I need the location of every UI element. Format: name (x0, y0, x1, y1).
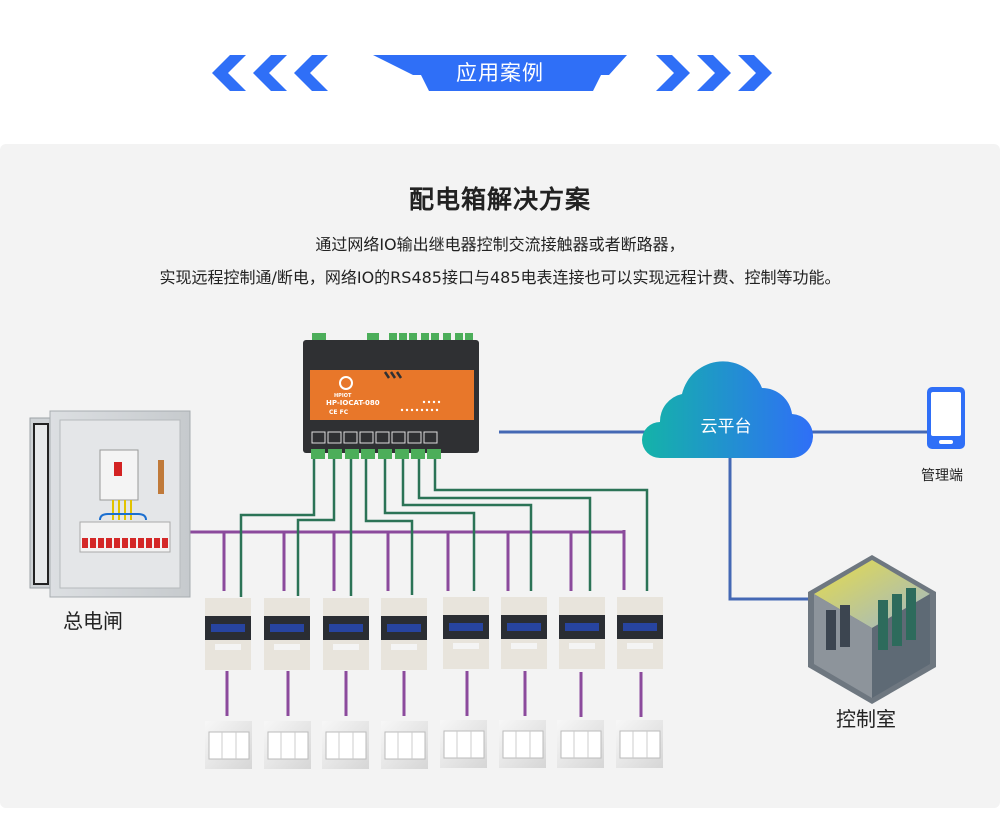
contactor (323, 598, 369, 670)
signal-line-7 (417, 459, 592, 591)
contactor (559, 597, 605, 669)
wall-switch (264, 721, 311, 769)
chevron-left-icon (294, 55, 328, 91)
chevron-left-icon (253, 55, 287, 91)
signal-line-2 (296, 459, 336, 596)
wall-switch (205, 721, 252, 769)
signal-line-5 (383, 459, 476, 591)
wall-switch (440, 720, 487, 768)
wall-switch (322, 721, 369, 769)
wall-switch (499, 720, 546, 768)
description-line-1: 通过网络IO输出继电器控制交流接触器或者断路器， (315, 235, 685, 254)
contactor (205, 598, 251, 670)
control-room-label: 控制室 (836, 707, 896, 731)
section-header: 应用案例 (0, 0, 1000, 140)
contactor (264, 598, 310, 670)
network-lines (499, 430, 927, 601)
cloud-label: 云平台 (700, 417, 752, 437)
control-room-icon[interactable] (808, 555, 936, 704)
chevron-right-icon (738, 55, 772, 91)
relay-signal-lines (239, 459, 649, 597)
device-brand: HPIOT (334, 393, 352, 399)
cloud-platform[interactable] (642, 361, 814, 459)
power-bus (190, 530, 626, 591)
section-title: 配电箱解决方案 (408, 185, 591, 214)
description-line-2: 实现远程控制通/断电，网络IO的RS485接口与485电表连接也可以实现远程计费… (159, 268, 841, 287)
banner-title: 应用案例 (456, 61, 544, 85)
contactor (443, 597, 489, 669)
contactor (617, 597, 663, 669)
wall-switch (616, 720, 663, 768)
signal-line-6 (401, 459, 533, 591)
load-lines (225, 671, 643, 717)
signal-line-8 (433, 459, 649, 591)
network-line-cloud-control-room (728, 455, 810, 601)
contactor (381, 598, 427, 670)
wall-switches (205, 720, 663, 769)
chevron-right-icon (697, 55, 731, 91)
wall-switch (381, 721, 428, 769)
signal-line-1 (239, 459, 316, 597)
phone-icon[interactable] (927, 387, 965, 449)
network-io-device (303, 333, 479, 459)
main-switch-box (29, 410, 191, 598)
chevron-right-icon (656, 55, 690, 91)
signal-line-4 (364, 459, 414, 595)
wall-switch (557, 720, 604, 768)
device-model: HP-IOCAT-080 (326, 399, 380, 407)
chevron-left-icon (212, 55, 246, 91)
device-certs: CE FC (329, 409, 349, 416)
phone-label: 管理端 (921, 468, 963, 484)
section-banner: 应用案例 (373, 55, 627, 91)
contactor (501, 597, 547, 669)
cloud-icon (642, 361, 814, 459)
main-switch-label: 总电闸 (63, 609, 123, 633)
contactors (205, 597, 663, 670)
